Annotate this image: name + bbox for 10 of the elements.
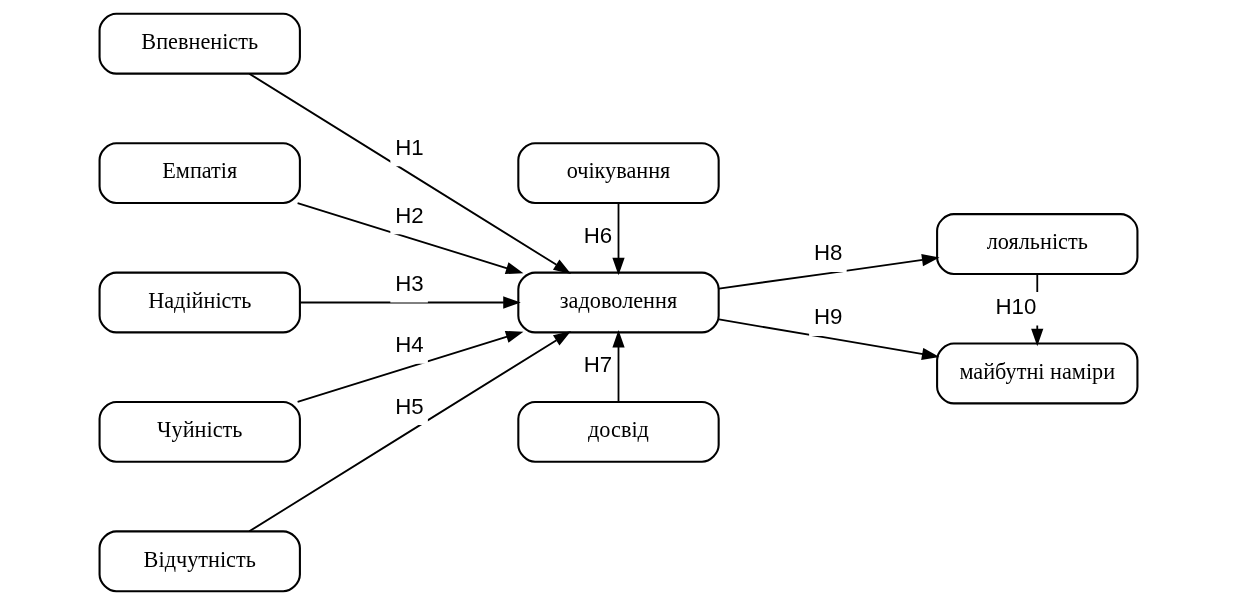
- edge-label: H5: [395, 393, 424, 419]
- edge-label: H4: [395, 332, 424, 358]
- edge-label: H10: [995, 294, 1037, 320]
- edge-label: H1: [395, 134, 424, 160]
- edge-label: H7: [583, 352, 613, 378]
- edge-label: H6: [583, 223, 613, 249]
- edge-label: H3: [395, 271, 424, 297]
- edge-label: H2: [395, 202, 424, 228]
- edge-label: H8: [813, 240, 843, 266]
- edge-label: H9: [813, 304, 843, 330]
